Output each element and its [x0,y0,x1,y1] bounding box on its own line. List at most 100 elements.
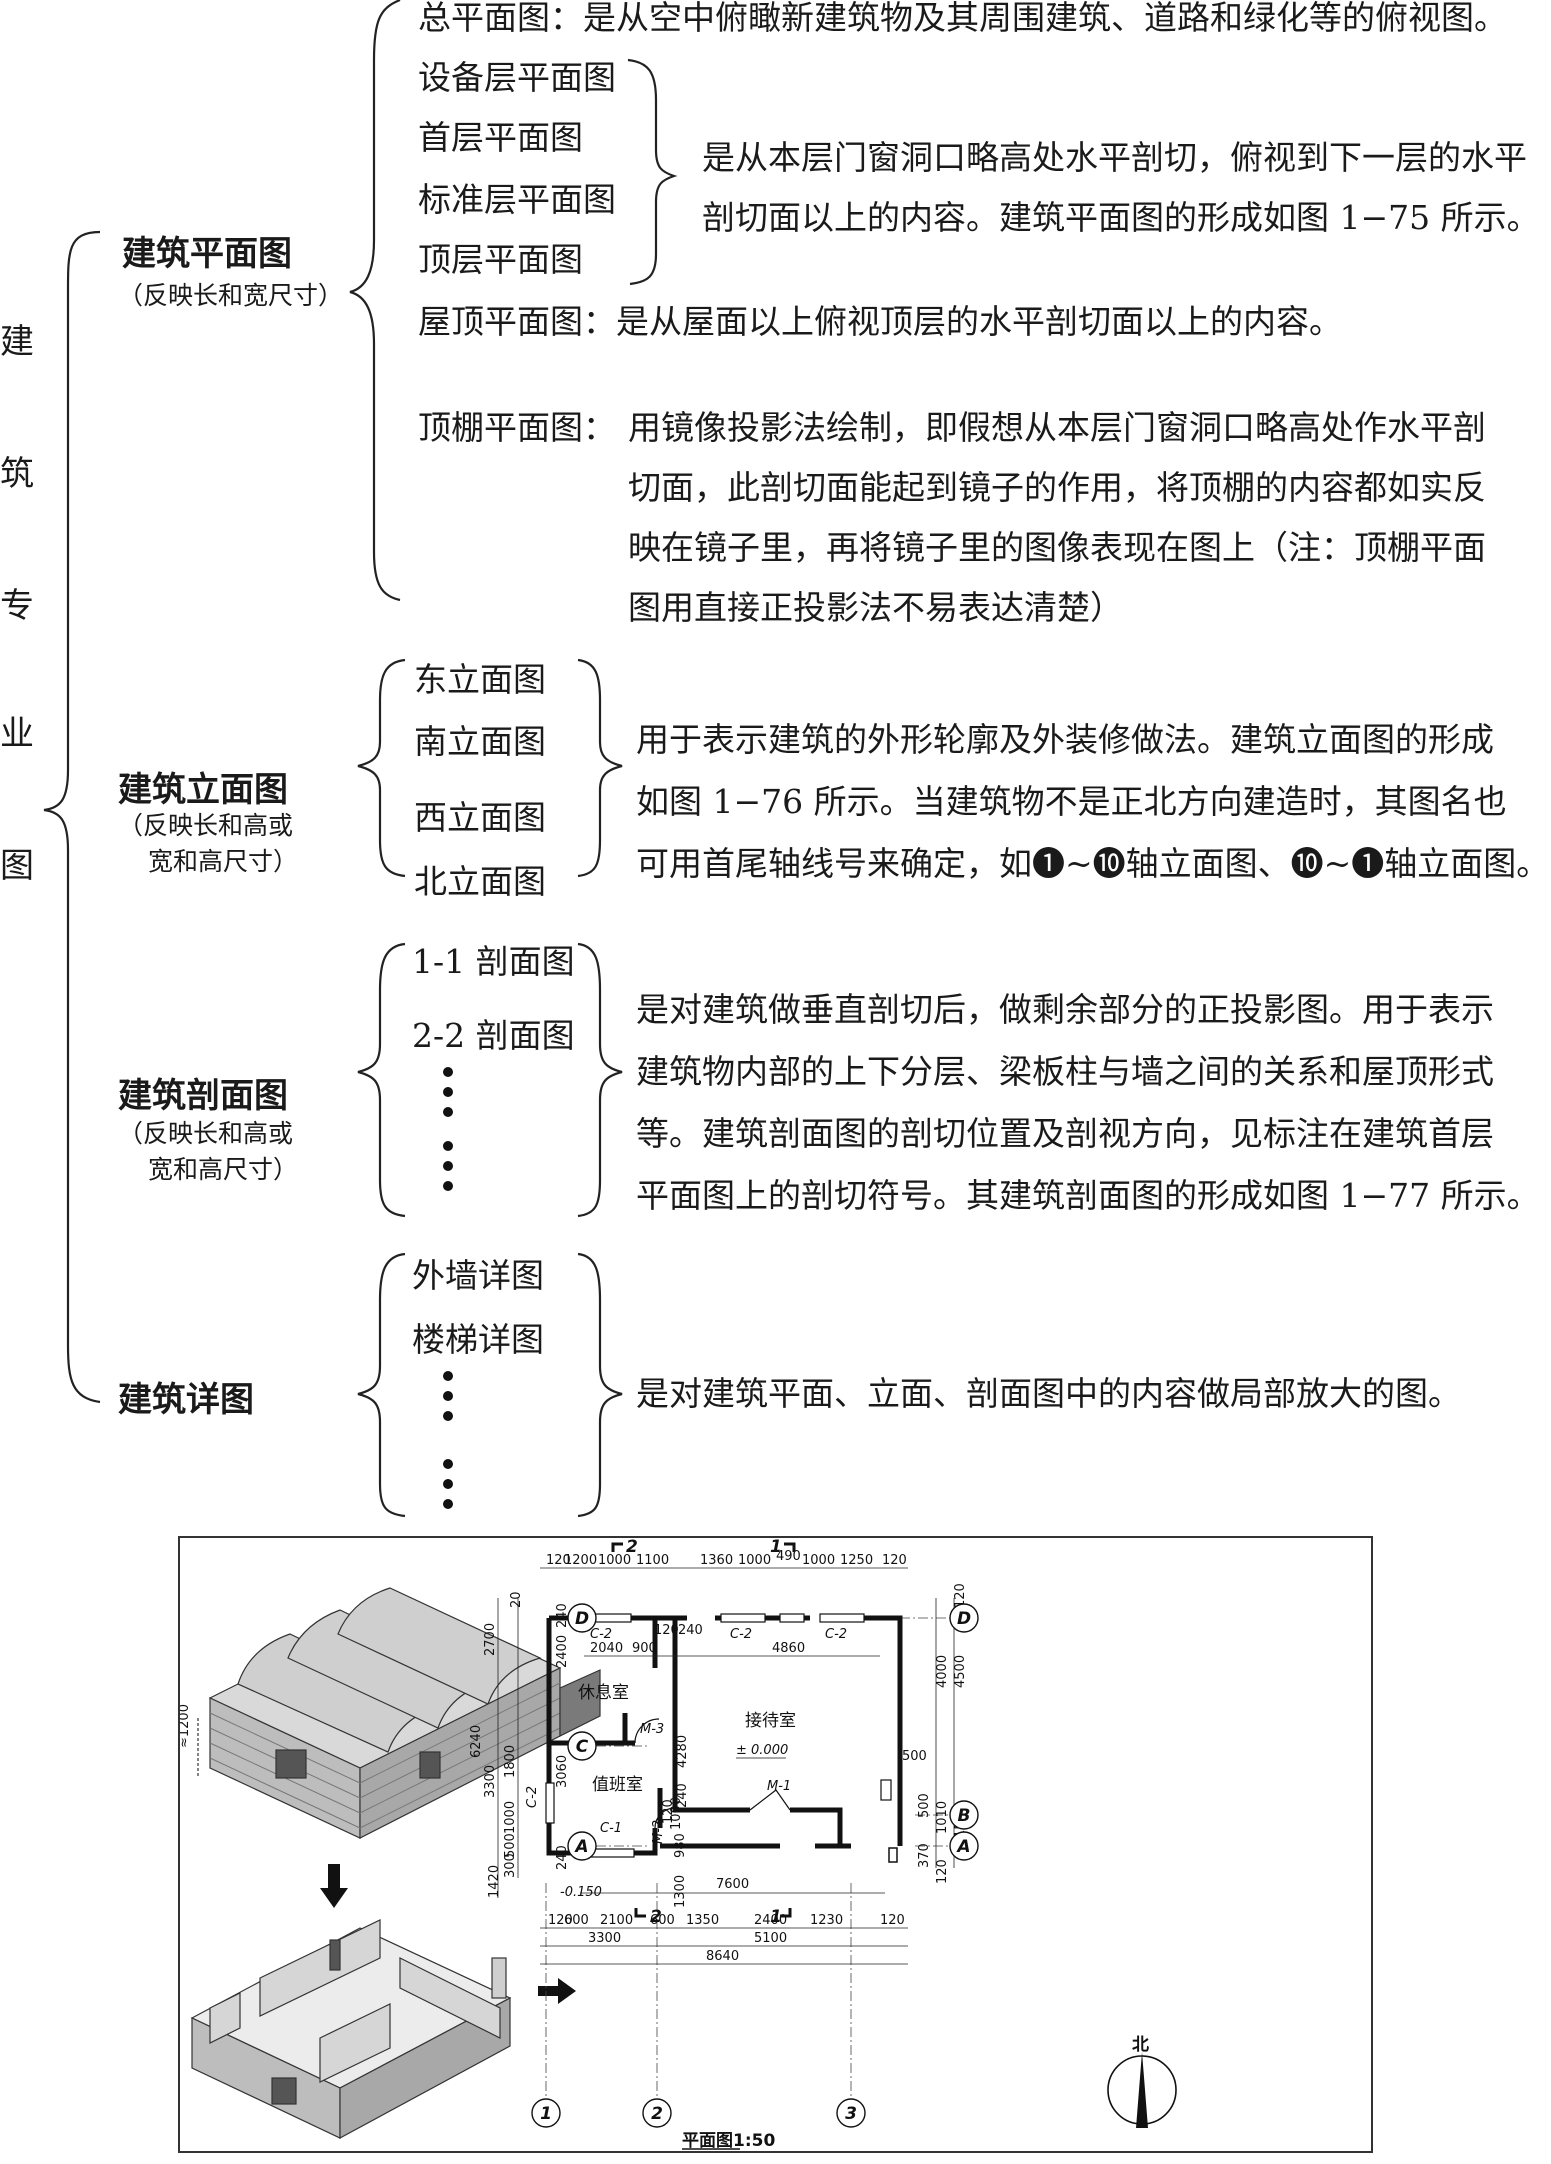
room-rest: 休息室 [578,1683,629,1703]
arrow-right-icon [538,1978,576,2004]
section-desc: 平面图上的剖切符号。其建筑剖面图的形成如图 1−77 所示。 [636,1176,1540,1215]
section-desc: 是对建筑做垂直剖切后，做剩余部分的正投影图。用于表示 [636,990,1494,1029]
dim-misc: 240 [675,1783,690,1808]
section-desc: 等。建筑剖面图的剖切位置及剖视方向，见标注在建筑首层 [636,1114,1494,1153]
section-mark-1: 1 [770,1907,782,1927]
dim-right: 500 [917,1793,932,1818]
dim-inner: 240 [678,1623,703,1638]
dim-misc: 4280 [675,1735,690,1768]
section-title: 建筑剖面图 [118,1076,288,1116]
room-reception: 接待室 [745,1711,796,1731]
elevation-item: 东立面图 [414,660,546,699]
dim-left: 240 [555,1603,570,1628]
detail-title: 建筑详图 [118,1380,254,1420]
dim-inner: 4860 [772,1641,805,1656]
window-c2: C-2 [590,1627,612,1642]
north-label: 北 [1132,2035,1149,2055]
dim-top: 120 [546,1553,571,1568]
dim-top: 120 [882,1553,907,1568]
floor-plan: 休息室 值班室 接待室 ± 0.000 -0.150 M-1 M-2 M-3 C… [469,1538,979,2128]
window-c2: C-2 [825,1627,847,1642]
dim-right: 370 [917,1843,932,1868]
figure-1-75: ≈1200 [178,1536,1373,2153]
elevation-note: 宽和高尺寸） [148,847,299,876]
elevation-item: 南立面图 [414,722,546,761]
dim-top: 1000 [598,1553,631,1568]
elevation-item: 北立面图 [414,862,546,901]
detail-desc: 是对建筑平面、立面、剖面图中的内容做局部放大的图。 [636,1374,1461,1413]
floor-item: 设备层平面图 [418,58,616,97]
room-duty: 值班室 [592,1775,643,1795]
dim-bottom: 1230 [810,1913,843,1928]
brace-detail-right [577,1252,623,1518]
dim-left: 2700 [483,1623,498,1656]
dim-right: 120 [935,1859,950,1884]
elevation-desc: 如图 1−76 所示。当建筑物不是正北方向建造时，其图名也 [636,782,1507,821]
ceiling-label: 顶棚平面图： [418,408,616,447]
figure-drawing: ≈1200 [180,1538,1177,2151]
axis-label: B [958,1806,971,1826]
floor-item: 首层平面图 [418,118,583,157]
iso-building-full [197,1587,601,1839]
door-m1: M-1 [767,1779,791,1794]
roof-plan-line: 屋顶平面图：是从屋面以上俯视顶层的水平剖切面以上的内容。 [418,302,1342,341]
dim-inner: 120 [654,1623,679,1638]
plan-note: （反映长和宽尺寸） [118,281,344,310]
root-char: 建 [0,322,34,362]
iso-scale-label: ≈1200 [180,1704,192,1748]
brace-elev-right [577,658,623,878]
elevation-note: （反映长和高或 [118,811,294,840]
dim-left: 1800 [503,1745,518,1778]
dim-top: 1360 [700,1553,733,1568]
brace-detail-left [357,1252,406,1518]
axis-label: 1 [540,2104,552,2124]
section-item: 2-2 剖面图 [412,1016,575,1055]
detail-item: 楼梯详图 [412,1320,544,1359]
axis-label: D [575,1609,589,1629]
dim-bottom: 600 [564,1913,589,1928]
floor-item: 顶层平面图 [418,240,583,279]
section-item: 1-1 剖面图 [412,942,575,981]
elevation-title: 建筑立面图 [118,770,288,810]
dim-left: 1420 [487,1865,502,1898]
root-char: 专 [0,586,34,626]
figure-caption: 平面图1:50 [682,2131,775,2151]
dim-left: 1000 [503,1801,518,1834]
brace-sect-left [357,942,406,1218]
dim-top: 1000 [802,1553,835,1568]
dim-right: 4500 [953,1655,968,1688]
elev-low: -0.150 [560,1885,602,1900]
dim-bottom: 120 [548,1913,573,1928]
iso-building-cut [190,1919,512,2140]
site-plan-line: 总平面图：是从空中俯瞰新建筑物及其周围建筑、道路和绿化等的俯视图。 [418,0,1507,37]
root-char: 筑 [0,454,34,494]
section-note: 宽和高尺寸） [148,1155,299,1184]
brace-sect-right [577,942,623,1218]
arrow-down-icon [320,1864,348,1908]
ceiling-line: 用镜像投影法绘制，即假想从本层门窗洞口略高处作水平剖 [628,408,1486,447]
dim-top: 1250 [840,1553,873,1568]
floors-desc: 是从本层门窗洞口略高处水平剖切，俯视到下一层的水平 [702,138,1527,177]
north-arrow-icon [1107,2052,1177,2128]
dim-left: 300 [503,1853,518,1878]
dim-bottom: 2400 [754,1913,787,1928]
section-mark-2: 2 [650,1907,662,1927]
brace-root [43,230,101,1404]
dim-left: 500 [503,1833,518,1858]
dim-right: 4000 [935,1655,950,1688]
dim-left: 2400 [555,1635,570,1668]
axis-label: A [573,1837,588,1857]
dim-top: 1200 [564,1553,597,1568]
dim-top: 1100 [636,1553,669,1568]
dim-misc: 980 [673,1833,688,1858]
brace-plan [349,0,401,602]
plan-title: 建筑平面图 [122,234,292,274]
section-mark-2: 2 [626,1538,638,1557]
dim-misc: 20 [509,1591,524,1608]
axis-label: D [957,1609,971,1629]
window-c2: C-2 [730,1627,752,1642]
detail-item: 外墙详图 [412,1256,544,1295]
ellipsis-dots [443,1067,453,1509]
root-char: 图 [0,846,34,886]
axis-label: 2 [651,2104,663,2124]
